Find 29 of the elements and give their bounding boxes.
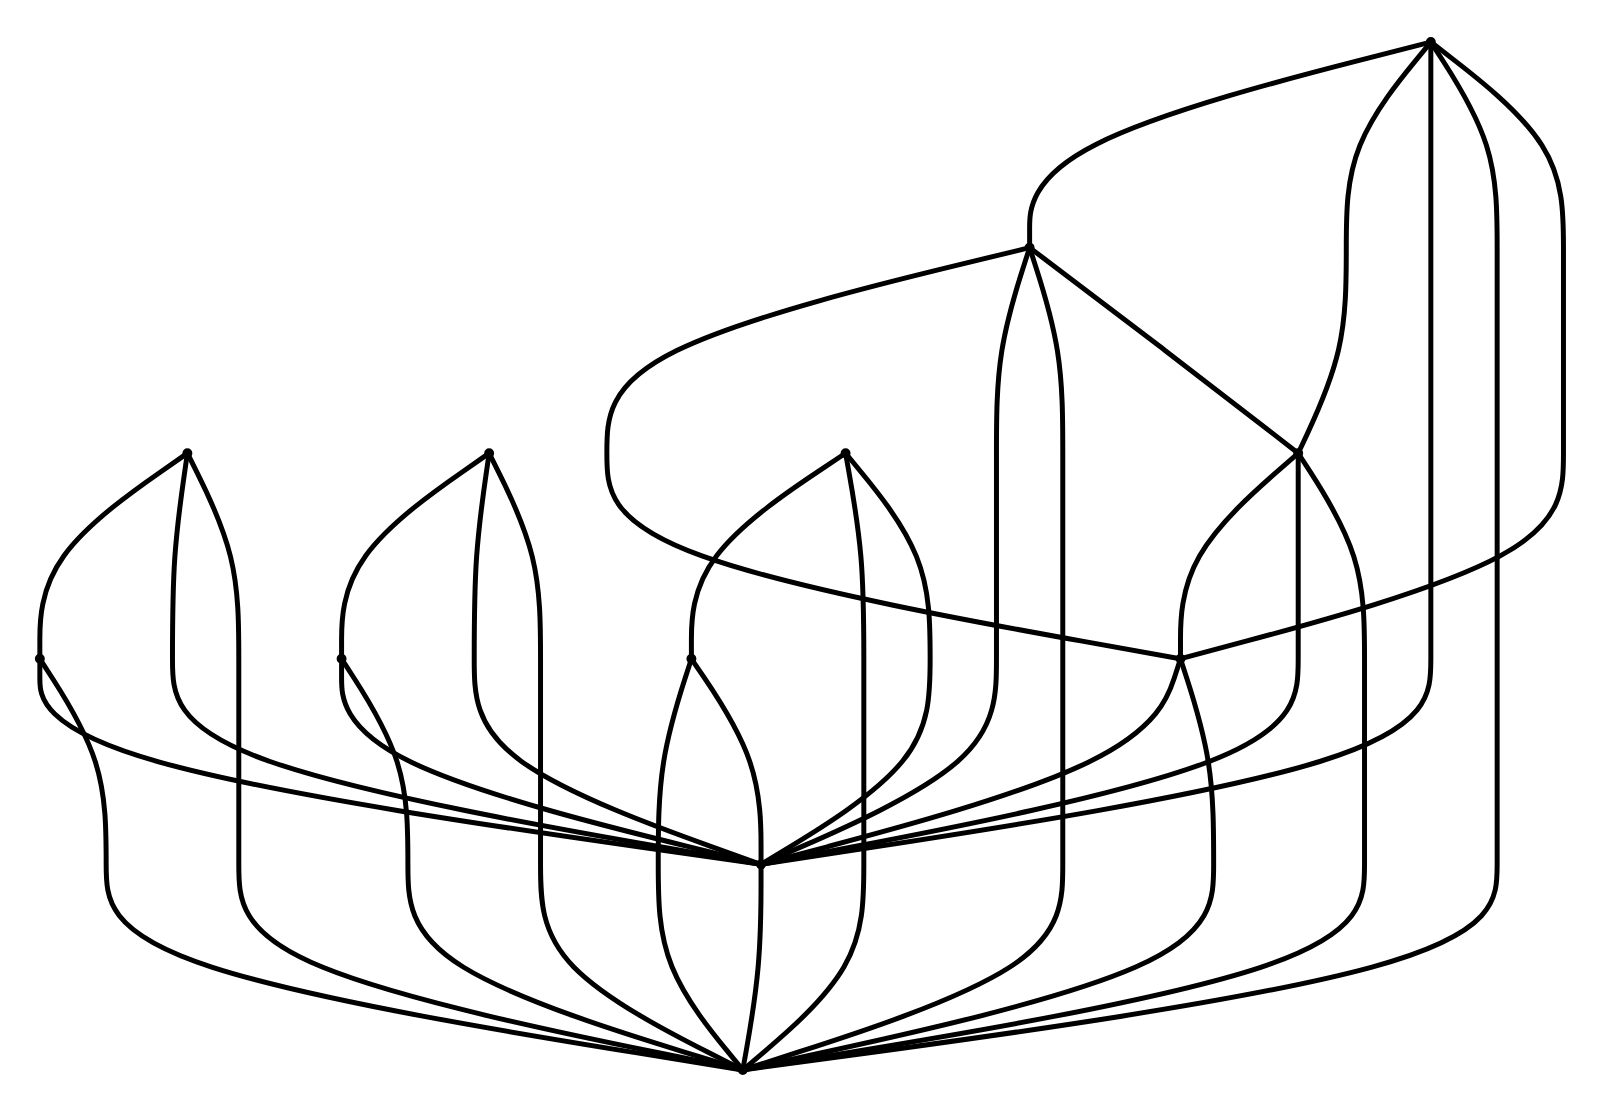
connector xyxy=(763,250,1031,866)
connector xyxy=(471,456,759,866)
connector xyxy=(37,662,759,867)
connector xyxy=(763,456,1301,867)
connector xyxy=(688,453,845,656)
connector xyxy=(745,454,1367,1072)
connector xyxy=(745,661,1217,1072)
connector xyxy=(339,662,759,866)
connector xyxy=(1178,453,1298,656)
connector xyxy=(1297,43,1431,452)
connector xyxy=(762,454,933,865)
connector xyxy=(341,660,741,1072)
connector xyxy=(39,660,740,1072)
connector xyxy=(655,661,743,1069)
connector xyxy=(745,250,1066,1072)
connector xyxy=(37,453,187,656)
connector xyxy=(186,455,741,1072)
connector xyxy=(339,453,488,656)
connector xyxy=(488,455,741,1071)
connector xyxy=(1027,40,1429,245)
connector xyxy=(743,456,867,1070)
connector xyxy=(745,43,1500,1072)
connector xyxy=(1183,42,1566,661)
connector xyxy=(170,456,759,867)
connector xyxy=(740,867,764,1068)
connector xyxy=(604,246,1178,661)
connector xyxy=(1030,247,1298,454)
connector xyxy=(763,45,1434,867)
connector xyxy=(691,660,764,862)
